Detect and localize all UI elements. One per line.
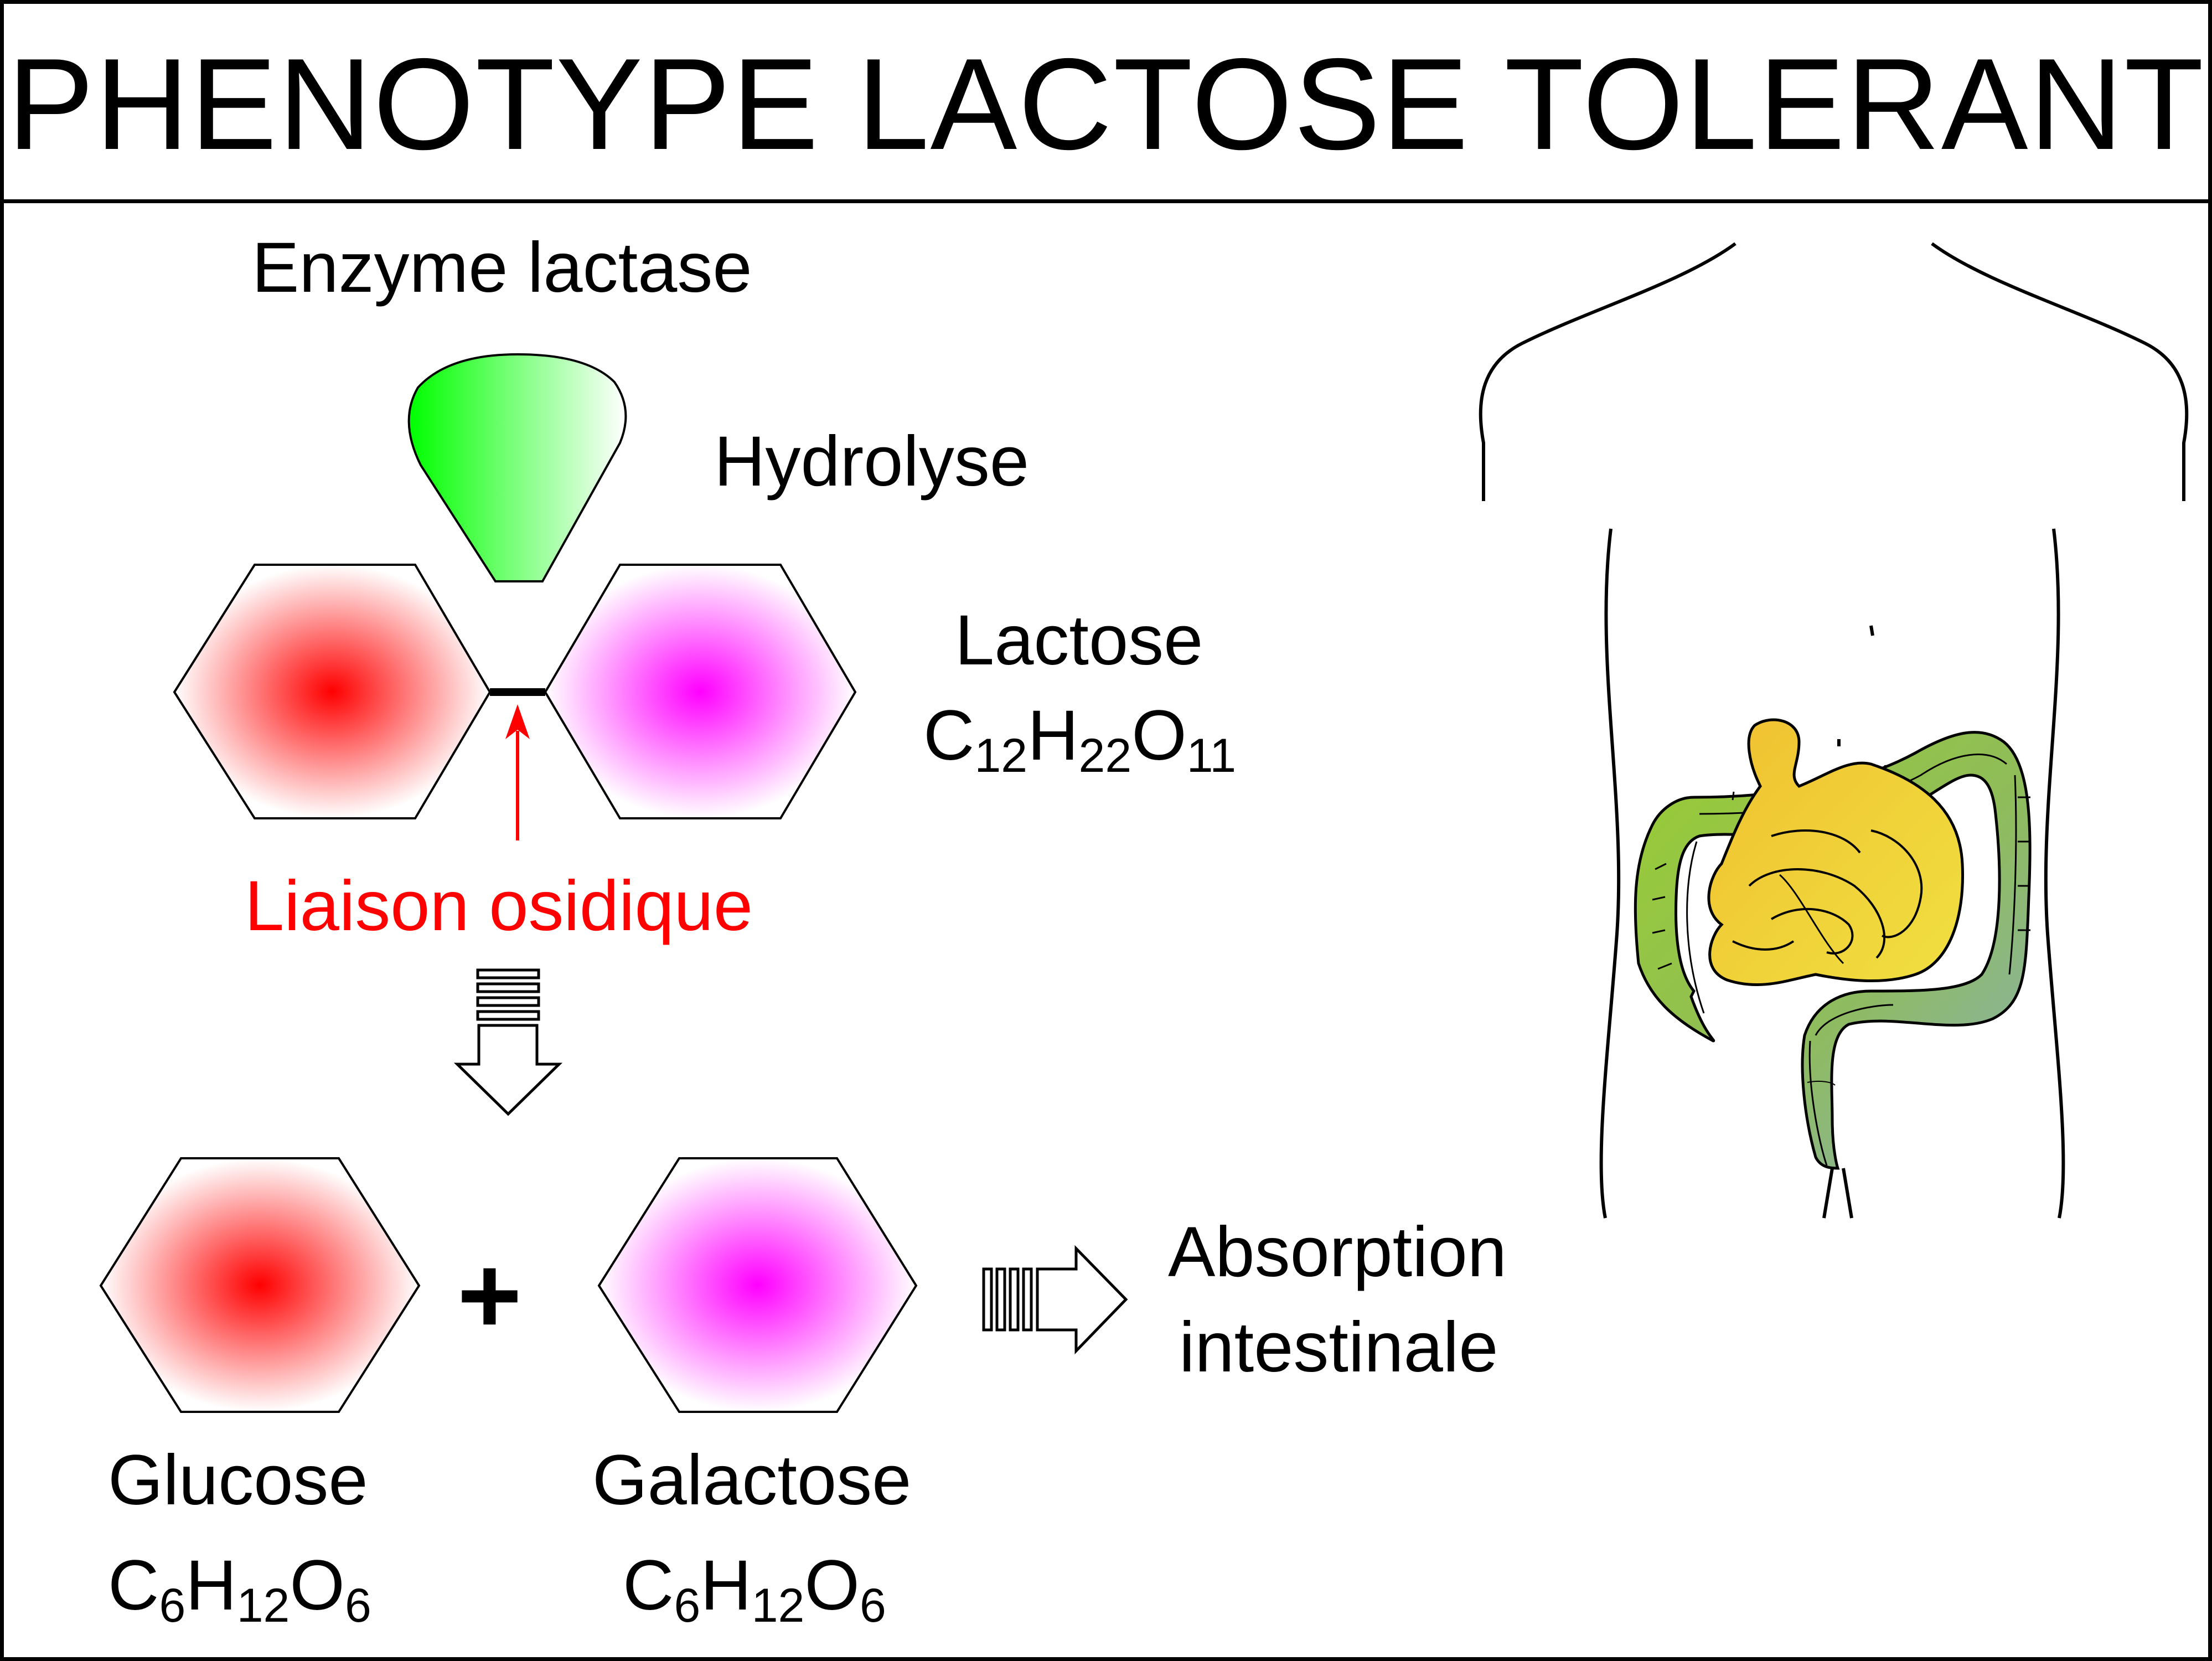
galactose-c: C bbox=[623, 1546, 674, 1625]
lactose-c: C bbox=[923, 696, 975, 775]
galactose-c-count: 6 bbox=[674, 1579, 701, 1632]
hydrolyse-label: Hydrolyse bbox=[714, 422, 1030, 501]
galactose-label: Galactose bbox=[592, 1441, 912, 1520]
galactose-h: H bbox=[700, 1546, 752, 1625]
glucose-o: O bbox=[290, 1546, 345, 1625]
glucose-formula: C6H12O6 bbox=[108, 1550, 371, 1630]
lactose-label: Lactose bbox=[955, 601, 1203, 680]
glucose-h: H bbox=[185, 1546, 237, 1625]
glucose-c-count: 6 bbox=[159, 1579, 186, 1632]
absorption-label-line1: Absorption bbox=[1168, 1213, 1507, 1292]
down-arrow bbox=[453, 968, 563, 1116]
glucose-hexagon bbox=[99, 1157, 421, 1413]
glucose-c: C bbox=[108, 1546, 159, 1625]
enzyme-label: Enzyme lactase bbox=[252, 228, 752, 307]
page-title: PHENOTYPE LACTOSE TOLERANT bbox=[7, 31, 2205, 177]
body-outline bbox=[1479, 242, 2189, 1219]
title-box: PHENOTYPE LACTOSE TOLERANT bbox=[0, 0, 2212, 203]
glucose-o-count: 6 bbox=[344, 1579, 371, 1632]
small-intestine bbox=[1707, 718, 1965, 987]
plus-sign: + bbox=[457, 1234, 522, 1357]
lactose-glucose-hexagon bbox=[173, 564, 492, 819]
lactose-c-count: 12 bbox=[974, 729, 1028, 782]
lactose-formula: C12H22O11 bbox=[923, 700, 1236, 780]
bond-label: Liaison osidique bbox=[245, 866, 753, 946]
galactose-hexagon bbox=[597, 1157, 918, 1413]
absorption-label-line2: intestinale bbox=[1179, 1308, 1498, 1387]
lactose-o: O bbox=[1131, 696, 1187, 775]
galactose-formula: C6H12O6 bbox=[623, 1550, 886, 1630]
lactose-h-count: 22 bbox=[1078, 729, 1132, 782]
glucose-h-count: 12 bbox=[236, 1579, 290, 1632]
glucose-label: Glucose bbox=[108, 1441, 368, 1520]
lactose-h: H bbox=[1027, 696, 1079, 775]
galactose-o: O bbox=[804, 1546, 860, 1625]
galactose-o-count: 6 bbox=[859, 1579, 886, 1632]
bond-arrow-head bbox=[505, 704, 530, 739]
galactose-h-count: 12 bbox=[751, 1579, 805, 1632]
lactose-o-count: 11 bbox=[1186, 729, 1237, 782]
enzyme-lactase-shape bbox=[407, 353, 627, 582]
lactose-galactose-hexagon bbox=[544, 564, 857, 819]
right-arrow bbox=[982, 1245, 1128, 1355]
